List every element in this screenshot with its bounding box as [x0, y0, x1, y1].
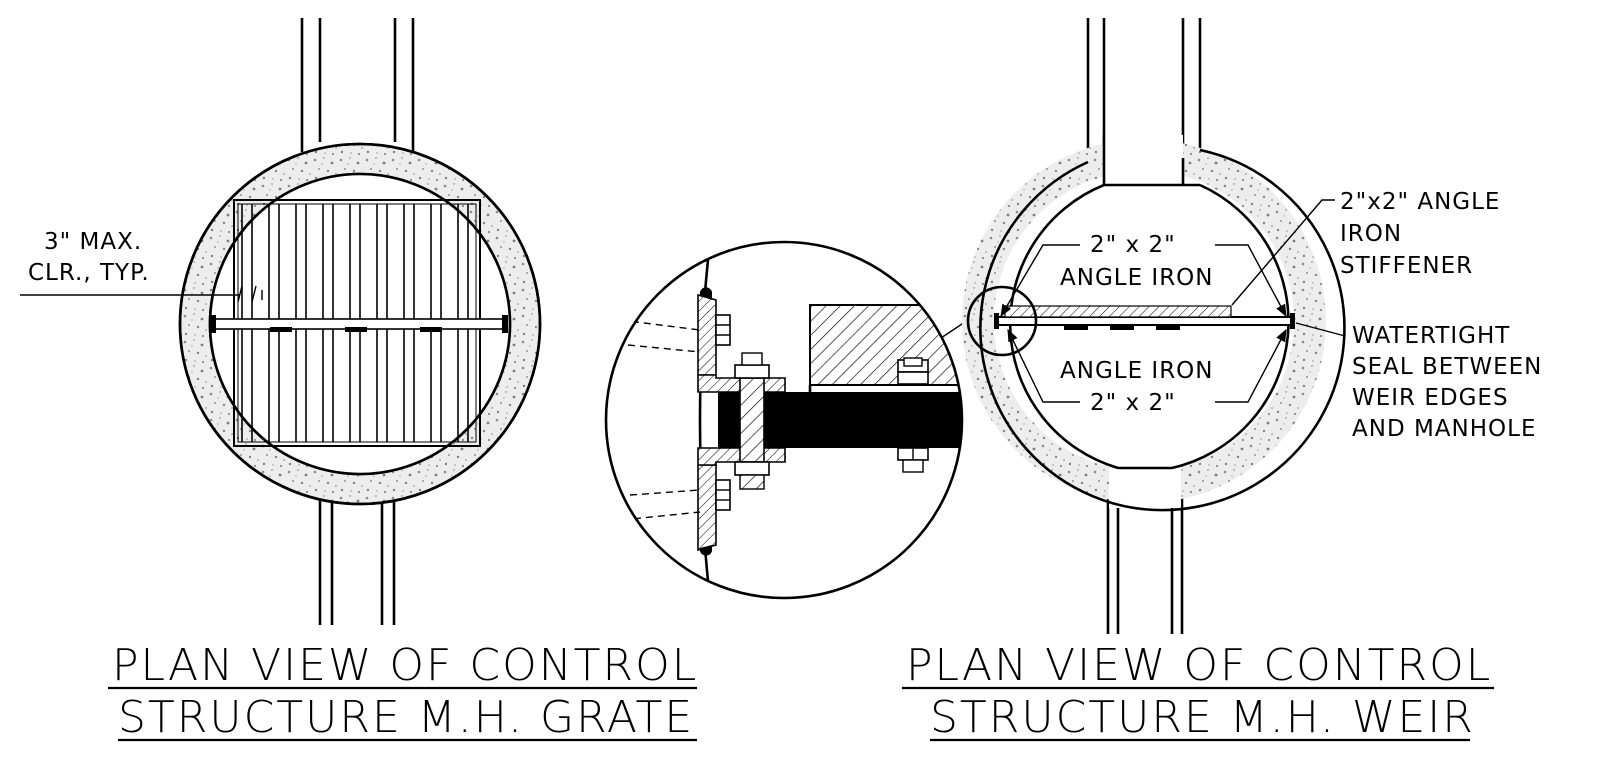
angle-bottom-size: 2" x 2"	[1090, 390, 1176, 416]
seal-note-line2: SEAL BETWEEN	[1352, 354, 1542, 380]
stiffener-note-line3: STIFFENER	[1340, 253, 1473, 279]
inlet-pipe-top	[300, 18, 415, 152]
detail-bubble	[604, 240, 964, 600]
grate-title-line1: PLAN VIEW OF CONTROL	[112, 640, 698, 691]
weir-plan: 2" x 2" ANGLE IRON ANGLE IRON 2" x 2" 2"…	[962, 18, 1542, 634]
weir-plate-plan	[994, 305, 1295, 330]
stiffener-note-line1: 2"x2" ANGLE	[1340, 189, 1500, 215]
grate-plan: 3" MAX. CLR., TYP.	[20, 18, 542, 625]
weir-title-line2: STRUCTURE M.H. WEIR	[930, 692, 1475, 743]
stiffener-note-line2: IRON	[1340, 221, 1402, 247]
seal-note-line1: WATERTIGHT	[1352, 323, 1510, 349]
detail-callout-circle	[966, 285, 1038, 357]
clearance-note-line1: 3" MAX.	[44, 229, 142, 255]
clearance-dimension	[20, 285, 263, 303]
outlet-pipe-bottom	[318, 495, 396, 625]
weir-pipe-top	[1086, 18, 1202, 185]
angle-bottom-label: ANGLE IRON	[1060, 358, 1214, 384]
weir-title-block: PLAN VIEW OF CONTROL STRUCTURE M.H. WEIR	[902, 640, 1494, 743]
grate-cross-bar	[210, 315, 508, 333]
grate-title-block: PLAN VIEW OF CONTROL STRUCTURE M.H. GRAT…	[108, 640, 698, 743]
angle-top-label: ANGLE IRON	[1060, 265, 1214, 291]
seal-note-line4: AND MANHOLE	[1352, 416, 1537, 442]
seal-detail-callout	[604, 240, 966, 600]
weir-title-line1: PLAN VIEW OF CONTROL	[906, 640, 1492, 691]
angle-top-size: 2" x 2"	[1090, 232, 1176, 258]
grate-title-line2: STRUCTURE M.H. GRATE	[118, 692, 694, 743]
seal-note-line3: WEIR EDGES	[1352, 385, 1509, 411]
clearance-note-line2: CLR., TYP.	[28, 260, 150, 286]
